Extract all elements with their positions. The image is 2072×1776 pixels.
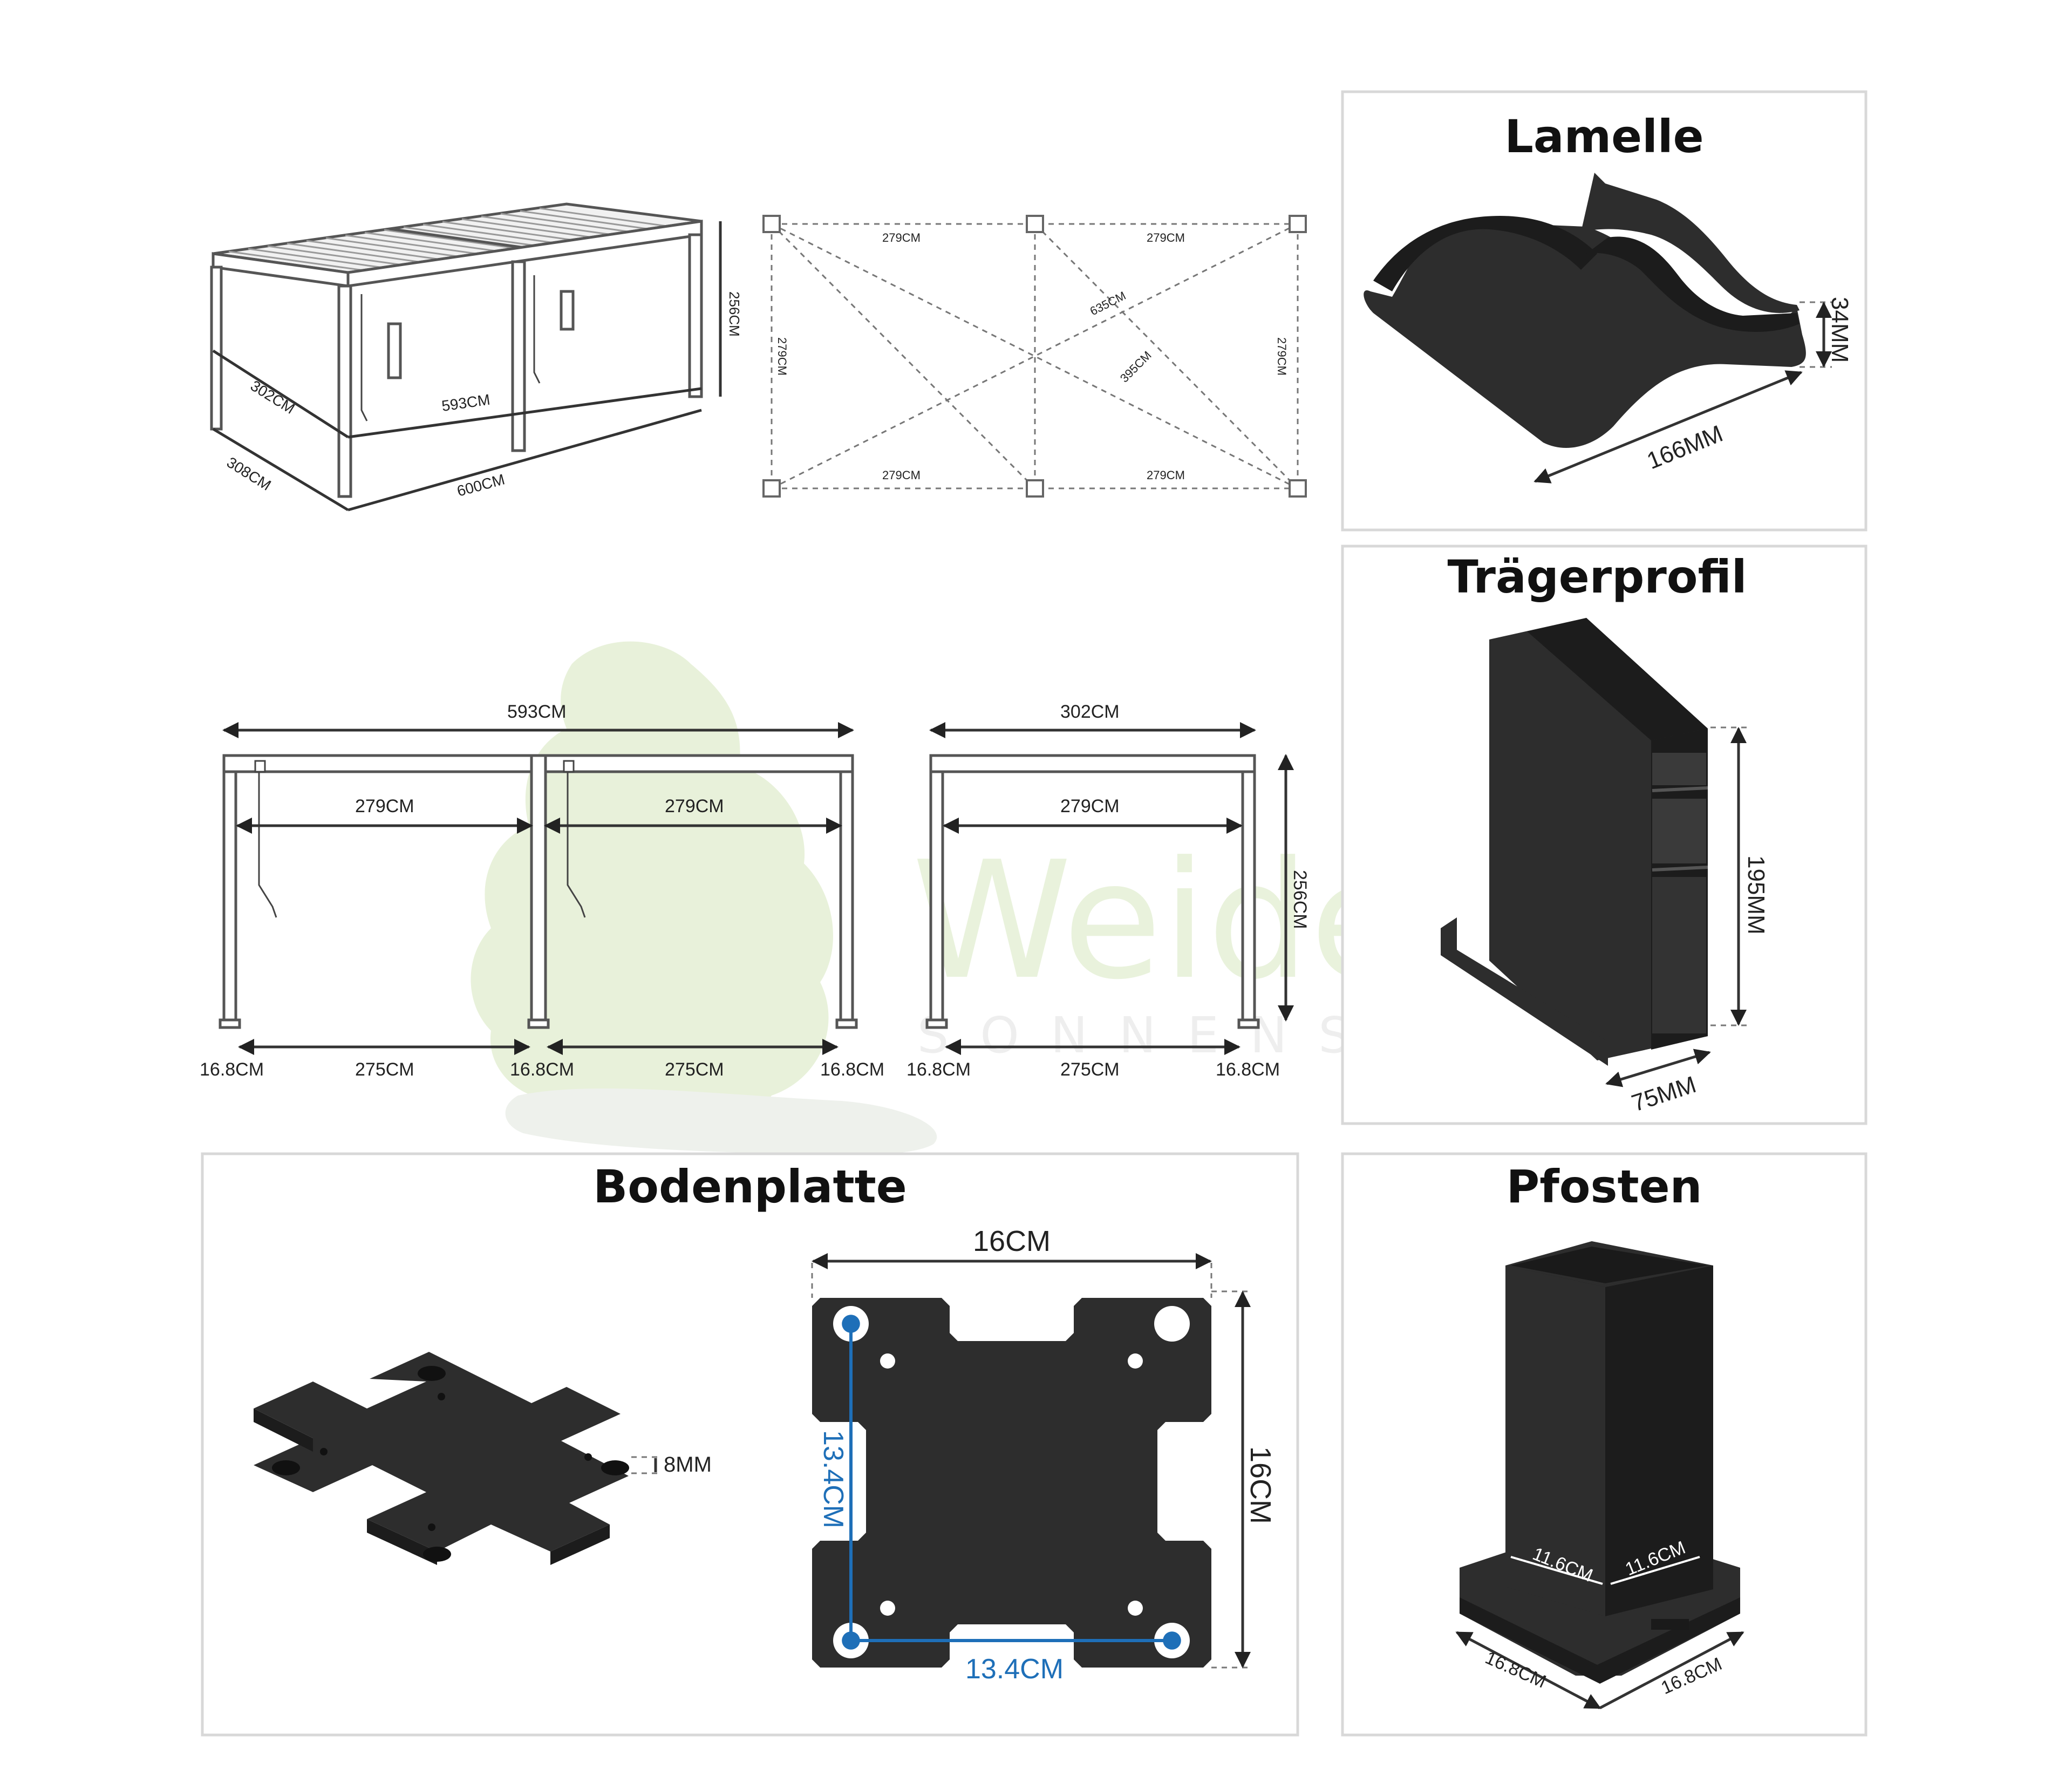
plan-right-label: 279CM (1275, 337, 1289, 376)
iso-crank-icon (533, 275, 541, 384)
front-elevation: 593CM 279CM 279CM 16.8CM 275CM 16.8CM 27… (200, 702, 884, 1080)
boden-title: Bodenplatte (593, 1160, 907, 1213)
iso-post (688, 233, 703, 398)
pfosten-post-icon (1460, 1241, 1740, 1684)
boden-width-label: 16CM (973, 1225, 1051, 1257)
plan-diag-long-label: 635CM (1088, 289, 1128, 318)
side-span-label: 275CM (1060, 1059, 1120, 1080)
iso-post (511, 260, 526, 452)
iso-pergola-view: 256CM 302CM 593CM 308CM 600CM (210, 202, 742, 512)
front-post2-label: 16.8CM (510, 1059, 574, 1080)
front-span1-label: 275CM (355, 1059, 414, 1080)
iso-post (560, 290, 575, 331)
iso-dim-line (212, 427, 349, 512)
plan-post-icon (762, 479, 781, 498)
pfosten-title: Pfosten (1507, 1160, 1702, 1213)
lamelle-profile-icon (1364, 173, 1806, 448)
plan-post-icon (762, 215, 781, 233)
iso-dim-line (212, 349, 349, 439)
front-frame (219, 754, 858, 1029)
boden-top-plate-icon (812, 1298, 1211, 1668)
plan-top-left-label: 279CM (882, 231, 921, 244)
traeger-title: Trägerprofil (1447, 550, 1747, 603)
front-bay1-label: 279CM (355, 796, 414, 816)
front-post1-label: 16.8CM (200, 1059, 264, 1080)
lamelle-height-label: 34MM (1826, 297, 1853, 363)
front-span2-label: 275CM (665, 1059, 724, 1080)
traeger-height-label: 195MM (1743, 855, 1769, 935)
side-overall-label: 302CM (1060, 702, 1120, 722)
iso-post (337, 284, 352, 498)
iso-width-top-label: 593CM (441, 391, 492, 414)
pfosten-inner-a-dim (1510, 1556, 1603, 1585)
boden-hole-v-label: 13.4CM (817, 1430, 849, 1528)
lamelle-width-dim (1533, 370, 1803, 484)
plan-diag-short-label: 395CM (1117, 349, 1154, 385)
plan-top-right-label: 279CM (1147, 231, 1185, 244)
plan-bottom-right-label: 279CM (1147, 468, 1185, 482)
plan-view: 279CM 279CM 279CM 279CM 279CM 279CM 635C… (762, 215, 1307, 498)
iso-height-label: 256CM (726, 291, 742, 337)
iso-roof-slats (228, 207, 675, 271)
iso-post (387, 322, 402, 379)
pfosten-base-b-dim (1599, 1631, 1744, 1710)
plan-post-icon (1289, 479, 1307, 498)
watermark-brand: Weide (912, 827, 1409, 1015)
iso-dim-line (347, 409, 702, 512)
boden-thickness-label: 8MM (664, 1453, 712, 1476)
watermark-ground-shape (505, 1088, 937, 1155)
plan-post-icon (1289, 215, 1307, 233)
boden-hole-h-label: 13.4CM (965, 1653, 1064, 1685)
iso-depth-top-label: 302CM (248, 377, 298, 417)
plan-posts (762, 215, 1307, 498)
side-frame (925, 754, 1260, 1029)
pfosten-base-a-dim (1455, 1631, 1601, 1710)
iso-dim-line (347, 387, 702, 439)
side-height-label: 256CM (1290, 870, 1310, 929)
iso-crank-icon (360, 294, 368, 421)
front-bay2-label: 279CM (665, 796, 724, 816)
plan-bottom-left-label: 279CM (882, 468, 921, 482)
side-post2-label: 16.8CM (1216, 1059, 1280, 1080)
side-post1-label: 16.8CM (906, 1059, 971, 1080)
iso-post (210, 266, 223, 431)
plan-post-icon (1026, 215, 1044, 233)
front-overall-label: 593CM (507, 702, 567, 722)
plan-post-icon (1026, 479, 1044, 498)
pfosten-inner-b-dim (1610, 1556, 1700, 1585)
iso-posts (210, 233, 703, 498)
lamelle-title: Lamelle (1504, 110, 1703, 163)
side-elevation: 302CM 279CM 256CM 16.8CM 275CM 16.8CM (906, 702, 1310, 1080)
boden-iso-plate-icon (254, 1352, 629, 1565)
front-post3-label: 16.8CM (820, 1059, 884, 1080)
traeger-depth-dim (1605, 1049, 1711, 1087)
traeger-profile-icon (1441, 618, 1708, 1066)
boden-height-label: 16CM (1244, 1446, 1277, 1524)
iso-width-out-label: 600CM (455, 471, 507, 499)
plan-left-label: 279CM (775, 337, 789, 376)
iso-roof-divider (389, 227, 525, 249)
side-bay-label: 279CM (1060, 796, 1120, 816)
